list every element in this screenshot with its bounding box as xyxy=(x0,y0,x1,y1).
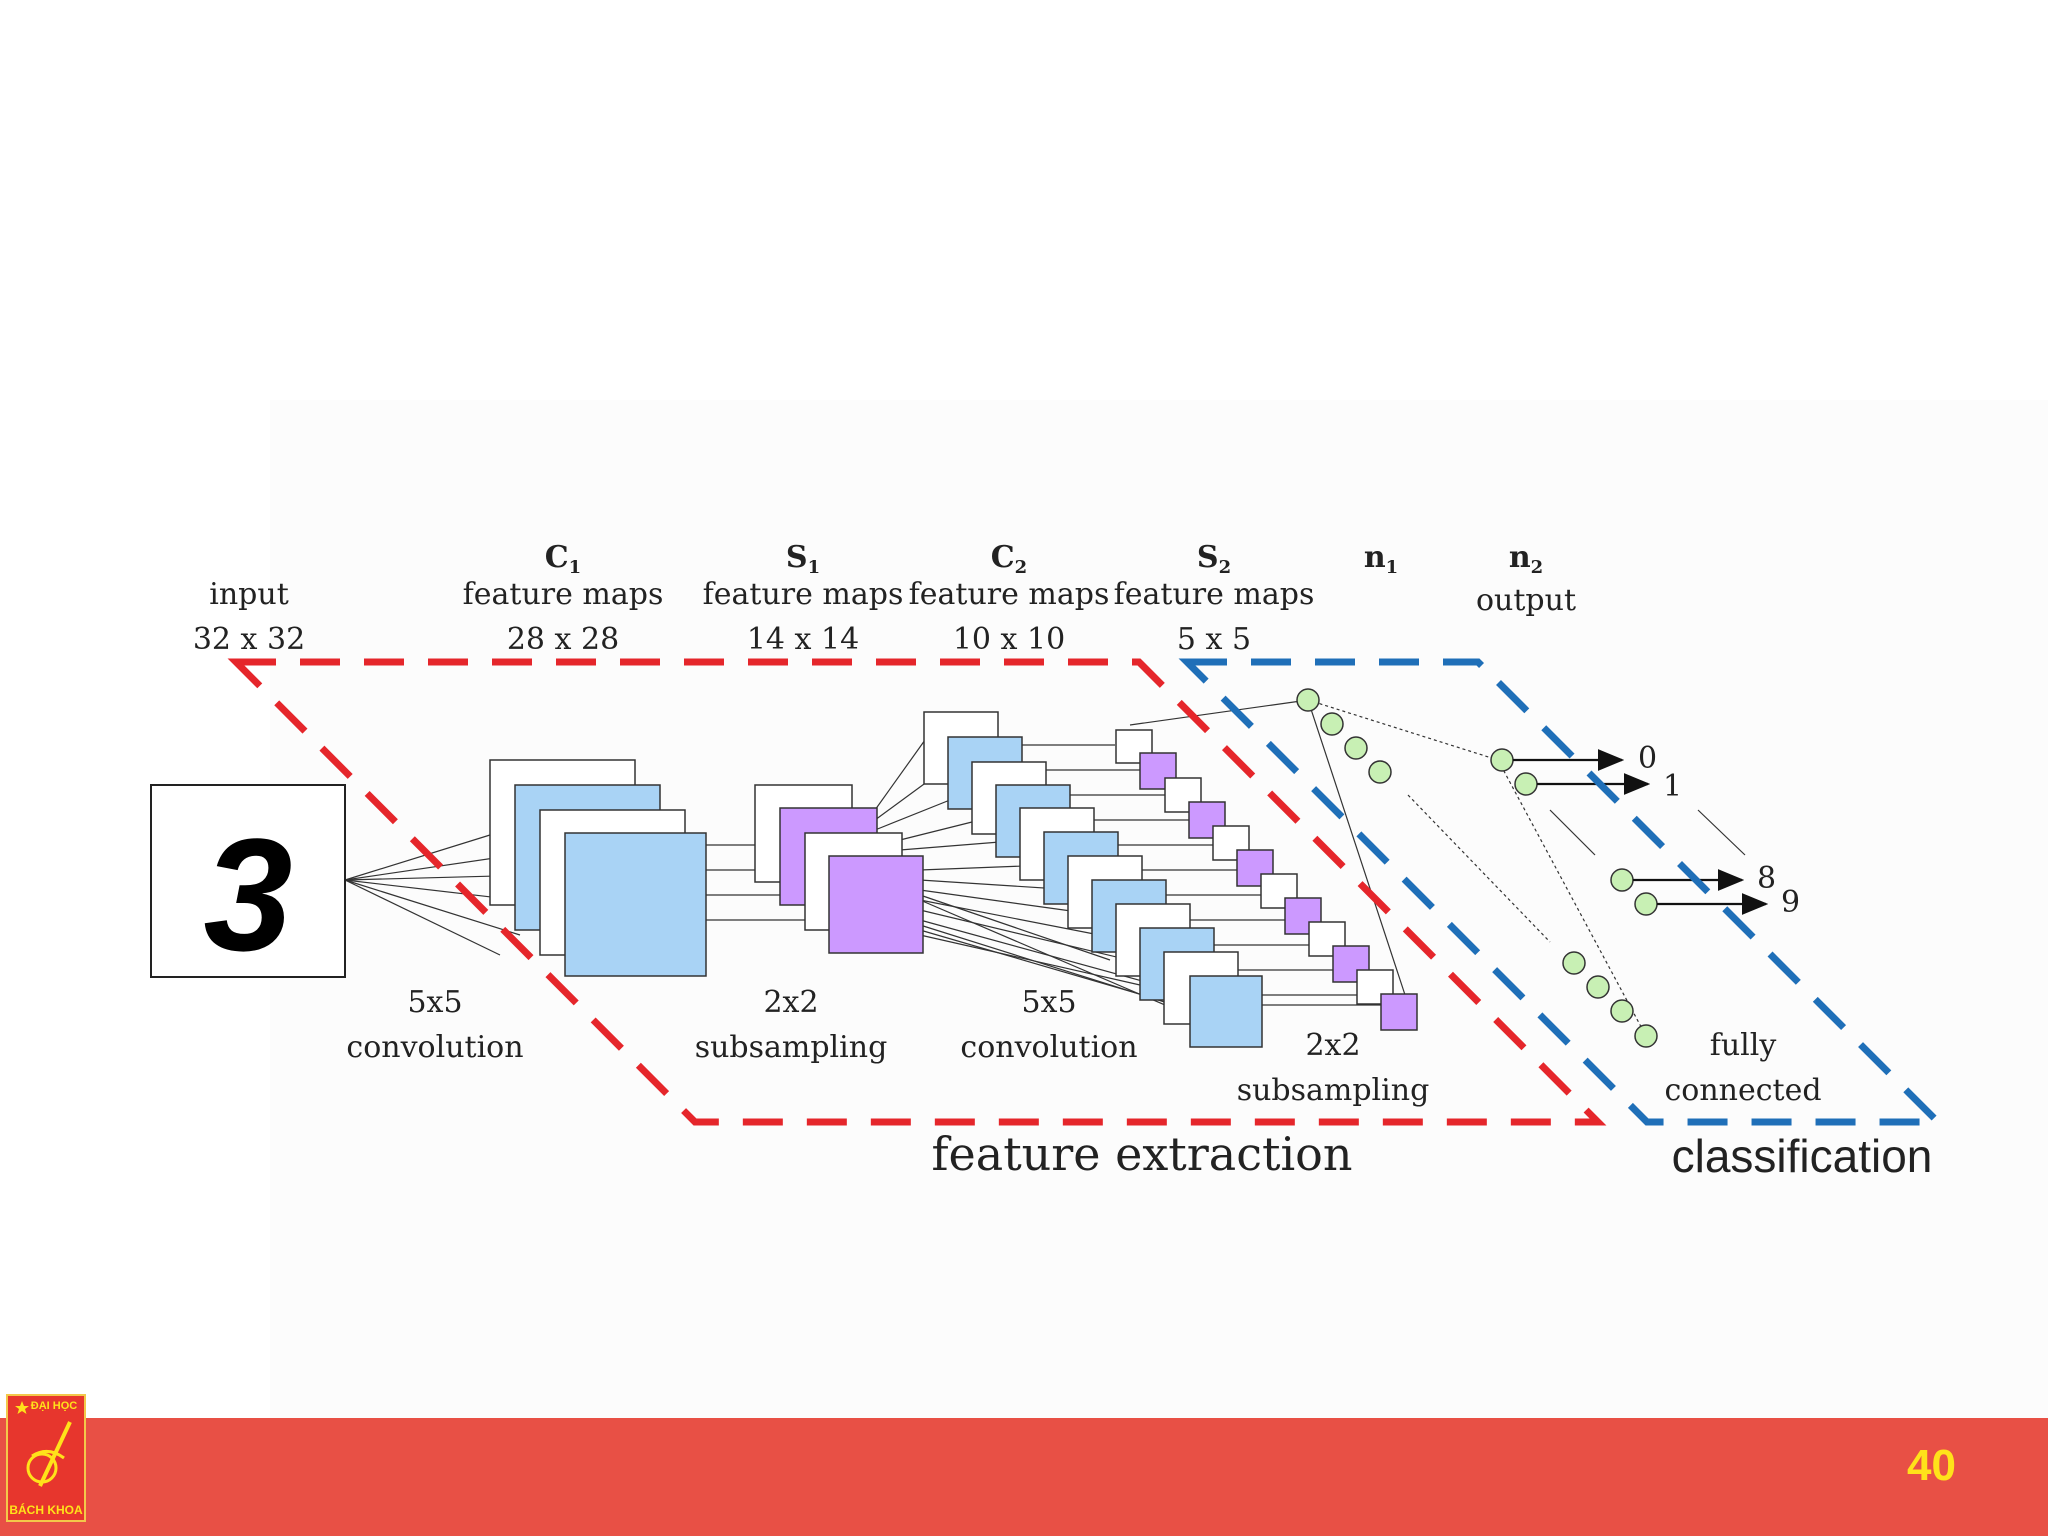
s1-subscript: 1 xyxy=(808,557,821,578)
classification-label: classification xyxy=(1672,1130,1933,1182)
n1-neurons xyxy=(1296,688,1658,1048)
logo-top-text: ĐẠI HỌC xyxy=(30,1400,78,1412)
conv1-name: convolution xyxy=(346,1030,523,1065)
s1-desc: feature maps xyxy=(703,577,904,612)
s1-size: 14 x 14 xyxy=(747,622,859,657)
sub2-name: subsampling xyxy=(1237,1073,1430,1108)
s2-layer-label: S2 feature maps 5 x 5 xyxy=(1114,540,1315,657)
n1-subscript: 1 xyxy=(1386,557,1399,578)
sub1-kernel: 2x2 xyxy=(763,985,818,1020)
input-digit: 3 xyxy=(204,805,293,984)
c2-size: 10 x 10 xyxy=(953,622,1065,657)
s1-feature-maps xyxy=(754,784,924,954)
input-layer-label: input 32 x 32 xyxy=(193,577,305,657)
svg-text:n1: n1 xyxy=(1364,540,1398,578)
s2-size: 5 x 5 xyxy=(1177,622,1251,657)
output-label-1: 1 xyxy=(1663,769,1682,804)
feature-extraction-region xyxy=(227,658,1607,1126)
input-label: input xyxy=(209,577,289,612)
c2-name: C xyxy=(991,540,1015,575)
n2-desc: output xyxy=(1476,583,1576,618)
s2-feature-maps xyxy=(1115,729,1418,1031)
c2-subscript: 2 xyxy=(1015,557,1028,578)
svg-text:n2: n2 xyxy=(1509,540,1543,578)
sub1-name: subsampling xyxy=(695,1030,888,1065)
fc-line2: connected xyxy=(1664,1073,1821,1108)
svg-text:S2: S2 xyxy=(1197,540,1231,578)
output-arrows xyxy=(1513,749,1769,915)
n1-layer-label: n1 xyxy=(1364,540,1398,578)
output-label-8: 8 xyxy=(1757,861,1776,896)
s2-desc: feature maps xyxy=(1114,577,1315,612)
s1-layer-label: S1 feature maps 14 x 14 xyxy=(703,540,904,657)
n2-name: n xyxy=(1509,540,1531,575)
c2-desc: feature maps xyxy=(909,577,1110,612)
output-label-9: 9 xyxy=(1781,885,1800,920)
output-labels: 0 1 8 9 xyxy=(1638,741,1800,920)
classification-region xyxy=(1178,658,1947,1126)
svg-text:C1: C1 xyxy=(545,540,581,578)
c1-size: 28 x 28 xyxy=(507,622,619,657)
s2-name: S xyxy=(1197,540,1219,575)
conv2-name: convolution xyxy=(960,1030,1137,1065)
logo-emblem-icon xyxy=(26,1421,72,1487)
feature-extraction-label: feature extraction xyxy=(932,1127,1353,1181)
fc-line1: fully xyxy=(1710,1028,1777,1063)
svg-text:S1: S1 xyxy=(786,540,820,578)
c1-subscript: 1 xyxy=(569,557,582,578)
university-logo: ĐẠI HỌC BÁCH KHOA xyxy=(6,1394,86,1522)
c1-layer-label: C1 feature maps 28 x 28 xyxy=(463,540,664,657)
conv1-kernel: 5x5 xyxy=(407,985,462,1020)
connection-lines xyxy=(344,699,1746,1037)
page-number: 40 xyxy=(1907,1441,1956,1490)
n1-name: n xyxy=(1364,540,1386,575)
n2-subscript: 2 xyxy=(1531,557,1544,578)
logo-bottom-text: BÁCH KHOA xyxy=(9,1503,83,1517)
s1-name: S xyxy=(786,540,808,575)
logo-star-icon xyxy=(15,1401,29,1414)
n2-layer-label: n2 output xyxy=(1476,540,1576,618)
input-image: 3 xyxy=(150,784,346,984)
footer-bar xyxy=(0,1418,2048,1536)
layer-labels: input 32 x 32 C1 feature maps 28 x 28 S1… xyxy=(193,540,1576,657)
conv2-kernel: 5x5 xyxy=(1021,985,1076,1020)
operation-labels: 5x5 convolution 2x2 subsampling 5x5 conv… xyxy=(346,985,1821,1108)
c1-desc: feature maps xyxy=(463,577,664,612)
output-label-0: 0 xyxy=(1638,741,1657,776)
svg-text:C2: C2 xyxy=(991,540,1027,578)
c2-feature-maps xyxy=(923,711,1263,1048)
input-size: 32 x 32 xyxy=(193,622,305,657)
c1-feature-maps xyxy=(489,759,707,977)
c2-layer-label: C2 feature maps 10 x 10 xyxy=(909,540,1110,657)
sub2-kernel: 2x2 xyxy=(1305,1028,1360,1063)
s2-subscript: 2 xyxy=(1219,557,1232,578)
c1-name: C xyxy=(545,540,569,575)
